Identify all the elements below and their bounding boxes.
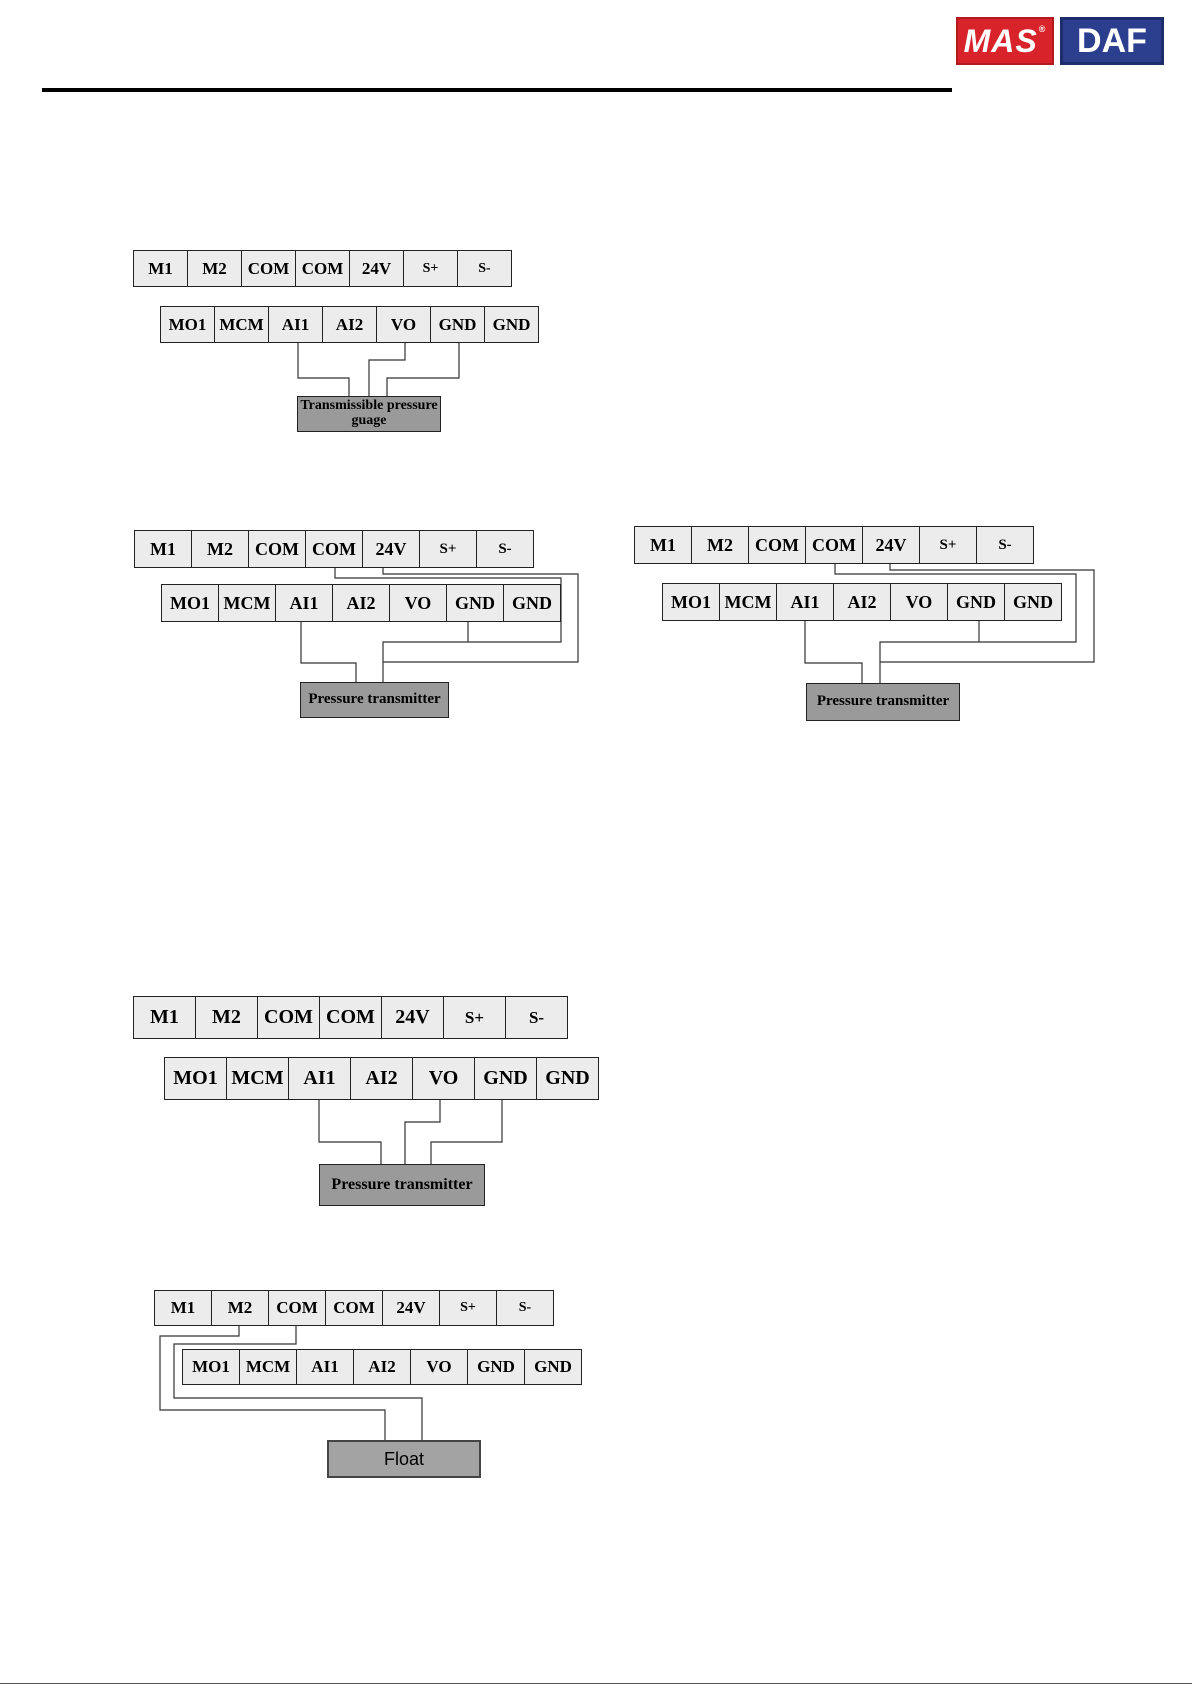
daf-logo: DAF (1060, 17, 1164, 65)
terminal-splus: S+ (419, 530, 477, 568)
terminal-com: COM (325, 1290, 383, 1326)
wire-2 (834, 564, 1077, 683)
terminal-mo1: MO1 (182, 1349, 240, 1385)
terminal-ai1: AI1 (776, 583, 834, 621)
terminal-ai1: AI1 (268, 306, 323, 343)
terminal-com: COM (241, 250, 296, 287)
terminal-ai2: AI2 (833, 583, 891, 621)
terminal-sminus: S- (976, 526, 1034, 564)
terminal-vo: VO (412, 1057, 475, 1100)
wire-2 (404, 1100, 441, 1164)
terminal-gnd: GND (947, 583, 1005, 621)
terminal-m2: M2 (211, 1290, 269, 1326)
pressure-device-box: Pressure transmitter (300, 682, 449, 718)
terminal-com: COM (295, 250, 350, 287)
terminal-24v: 24V (862, 526, 920, 564)
terminal-m1: M1 (154, 1290, 212, 1326)
terminal-vo: VO (376, 306, 431, 343)
terminal-splus: S+ (403, 250, 458, 287)
terminal-ai1: AI1 (288, 1057, 351, 1100)
terminal-ai1: AI1 (296, 1349, 354, 1385)
mas-logo: MAS® (956, 17, 1054, 65)
terminal-splus: S+ (919, 526, 977, 564)
terminal-gnd: GND (484, 306, 539, 343)
wire-2 (173, 1326, 423, 1440)
wire-1 (300, 622, 357, 682)
daf-logo-text: DAF (1077, 21, 1147, 60)
float-switch-box: Float (327, 1440, 481, 1478)
terminal-ai2: AI2 (350, 1057, 413, 1100)
terminal-mo1: MO1 (662, 583, 720, 621)
terminal-sminus: S- (476, 530, 534, 568)
terminal-com: COM (805, 526, 863, 564)
footer-rule (0, 1683, 1192, 1684)
pressure-device-box: Transmissible pressure guage (297, 396, 441, 432)
terminal-com: COM (268, 1290, 326, 1326)
terminal-mo1: MO1 (164, 1057, 227, 1100)
terminal-com: COM (248, 530, 306, 568)
mas-logo-text: MAS (963, 22, 1038, 59)
terminal-m2: M2 (691, 526, 749, 564)
terminal-m1: M1 (134, 530, 192, 568)
registered-mark: ® (1038, 24, 1047, 34)
wire-1 (318, 1100, 382, 1164)
terminal-m2: M2 (187, 250, 242, 287)
wire-3 (880, 564, 1095, 663)
terminal-gnd: GND (430, 306, 485, 343)
terminal-sminus: S- (496, 1290, 554, 1326)
wire-1 (159, 1326, 386, 1440)
terminal-com: COM (257, 996, 320, 1039)
terminal-mo1: MO1 (161, 584, 219, 622)
terminal-gnd: GND (446, 584, 504, 622)
terminal-splus: S+ (443, 996, 506, 1039)
terminal-mcm: MCM (719, 583, 777, 621)
terminal-gnd: GND (524, 1349, 582, 1385)
pressure-device-box: Pressure transmitter (319, 1164, 485, 1206)
wire-2 (334, 568, 562, 682)
terminal-gnd: GND (474, 1057, 537, 1100)
terminal-ai2: AI2 (353, 1349, 411, 1385)
terminal-mcm: MCM (218, 584, 276, 622)
terminal-ai2: AI2 (322, 306, 377, 343)
terminal-24v: 24V (362, 530, 420, 568)
wire-3 (382, 568, 579, 663)
terminal-sminus: S- (457, 250, 512, 287)
terminal-sminus: S- (505, 996, 568, 1039)
header-rule (42, 88, 952, 92)
wire-1 (297, 343, 350, 396)
wire-3 (430, 1100, 503, 1164)
terminal-mcm: MCM (239, 1349, 297, 1385)
terminal-vo: VO (410, 1349, 468, 1385)
terminal-gnd: GND (1004, 583, 1062, 621)
terminal-24v: 24V (382, 1290, 440, 1326)
terminal-splus: S+ (439, 1290, 497, 1326)
wire-3 (386, 343, 460, 396)
terminal-gnd: GND (503, 584, 561, 622)
terminal-gnd: GND (536, 1057, 599, 1100)
terminal-24v: 24V (349, 250, 404, 287)
pressure-device-box: Pressure transmitter (806, 683, 960, 721)
terminal-ai1: AI1 (275, 584, 333, 622)
terminal-mo1: MO1 (160, 306, 215, 343)
wire-2 (368, 343, 406, 396)
terminal-m1: M1 (634, 526, 692, 564)
terminal-gnd: GND (467, 1349, 525, 1385)
terminal-mcm: MCM (214, 306, 269, 343)
terminal-24v: 24V (381, 996, 444, 1039)
wire-1 (804, 621, 863, 683)
terminal-com: COM (305, 530, 363, 568)
terminal-vo: VO (389, 584, 447, 622)
